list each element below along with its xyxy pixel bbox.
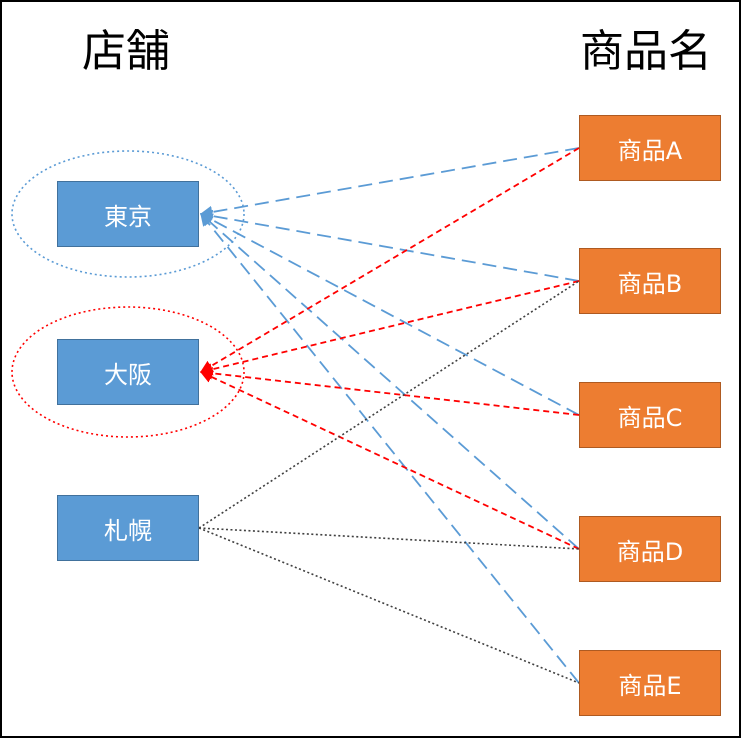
store-box-sapporo: 札幌: [57, 495, 199, 561]
tokyo-productA-line: [199, 147, 580, 219]
products-header: 商品名: [580, 26, 712, 77]
product-label-a: 商品A: [617, 136, 683, 165]
store-box-osaka: 大阪: [57, 339, 199, 405]
sapporo-productB-line: [198, 280, 580, 529]
product-box-b: 商品B: [579, 248, 721, 314]
store-box-tokyo: 東京: [57, 181, 199, 247]
osaka-productC-line: [199, 367, 580, 416]
product-label-d: 商品D: [616, 537, 684, 566]
osaka-connections: [199, 147, 580, 550]
tokyo-productE-line: [200, 213, 580, 684]
tokyo-connections: [199, 147, 580, 684]
product-box-e: 商品E: [579, 650, 721, 716]
osaka-productD-line: [199, 371, 580, 550]
osaka-productB-line: [199, 280, 580, 376]
product-box-d: 商品D: [579, 516, 721, 582]
product-label-b: 商品B: [617, 269, 683, 298]
product-box-a: 商品A: [579, 115, 721, 181]
tokyo-productC-line: [199, 213, 580, 416]
stores-header: 店舗: [82, 26, 170, 77]
store-label-tokyo: 東京: [104, 202, 152, 231]
sapporo-productD-line: [198, 527, 580, 550]
product-box-c: 商品C: [579, 382, 721, 448]
tokyo-productB-line: [199, 209, 580, 282]
osaka-productA-line: [199, 147, 580, 373]
sapporo-productE-line: [198, 527, 580, 684]
tokyo-productD-line: [200, 213, 580, 550]
product-label-e: 商品E: [618, 671, 682, 700]
store-label-sapporo: 札幌: [104, 516, 152, 545]
product-label-c: 商品C: [617, 403, 683, 432]
store-label-osaka: 大阪: [104, 360, 152, 389]
sapporo-connections: [198, 280, 580, 684]
